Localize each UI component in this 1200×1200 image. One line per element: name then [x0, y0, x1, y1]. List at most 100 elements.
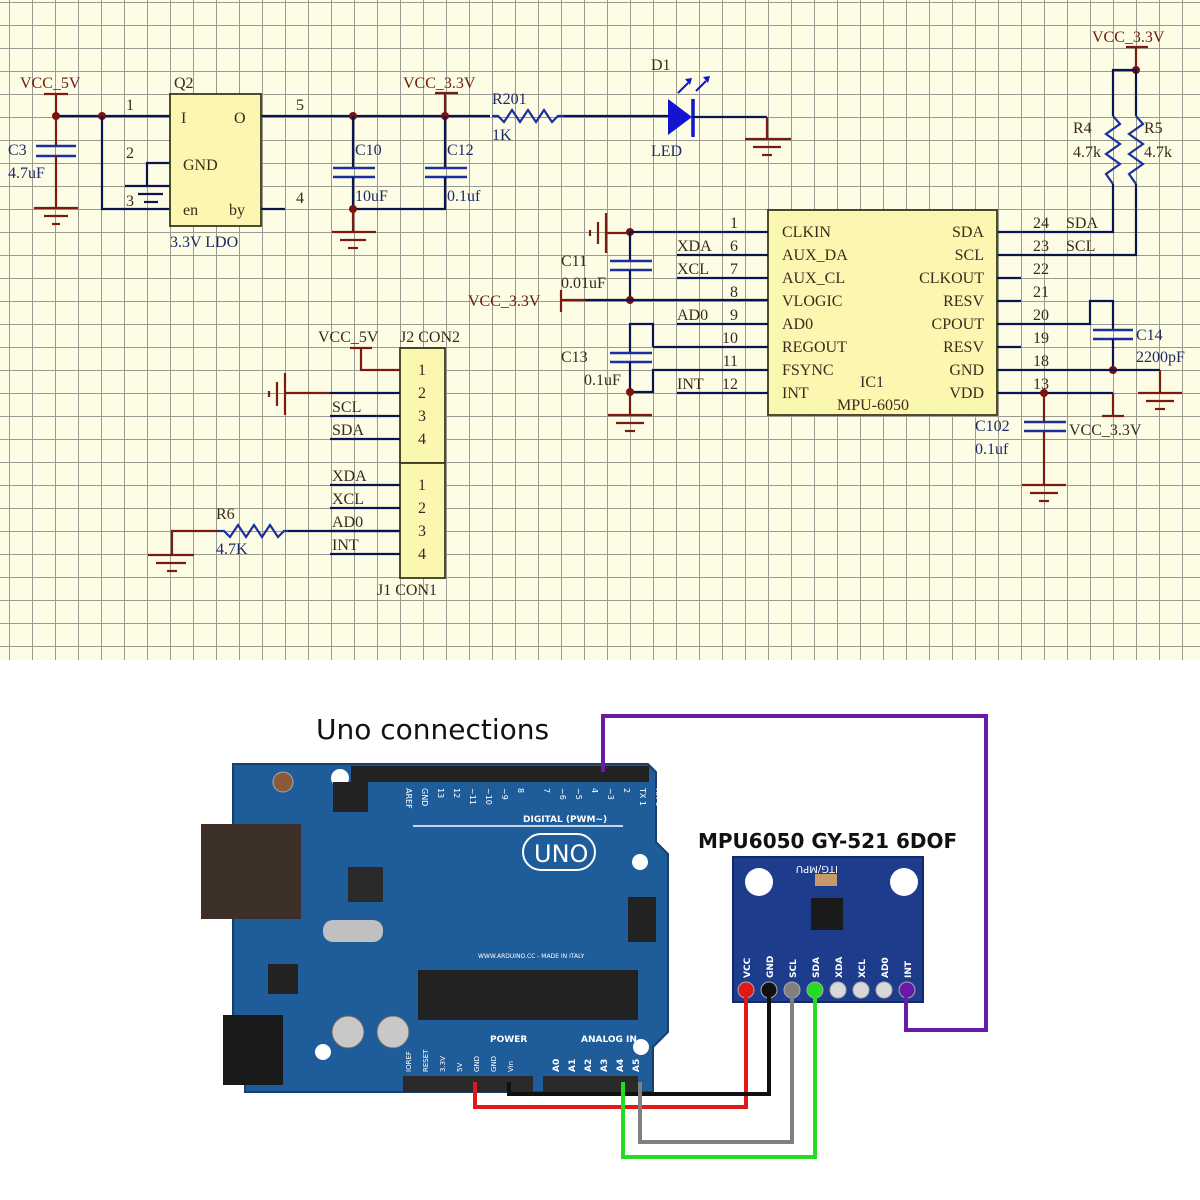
mpu-crystal: [815, 874, 837, 886]
wire-int-to-d2: [601, 714, 988, 1032]
power-header: [403, 1076, 533, 1092]
c14-ref: C14: [1136, 327, 1163, 344]
ic1-pin-name: SCL: [955, 247, 984, 264]
ground-icon: [332, 230, 376, 250]
connector-pin-number: 4: [418, 431, 426, 448]
c13-value: 0.1uF: [584, 372, 621, 389]
c102-ref: C102: [975, 418, 1010, 435]
ic1-pin-number: 13: [1033, 376, 1049, 393]
module-pin-pad[interactable]: [875, 981, 893, 999]
ic1-net-label: XDA: [677, 238, 712, 255]
ldo-chip: [169, 93, 262, 227]
analog-header-label: ANALOG IN: [581, 1035, 637, 1045]
ic1-section: 1CLKIN6AUX_DAXDA7AUX_CLXCL8VLOGIC9AD0AD0…: [468, 209, 1185, 503]
module-pin-pad[interactable]: [829, 981, 847, 999]
d1-value: LED: [651, 143, 682, 160]
digital-pin-label: TX 1: [638, 787, 647, 806]
ic1-pin-name: REGOUT: [782, 339, 847, 356]
ic1-pin-name: CPOUT: [932, 316, 985, 333]
module-pin-label: XDA: [835, 957, 845, 978]
digital-pin-label: 2: [622, 788, 631, 793]
ground-icon: [148, 553, 194, 573]
power-header-label: POWER: [490, 1035, 527, 1045]
icsp2-header: [333, 782, 368, 812]
mount-hole: [890, 868, 918, 896]
r4-resistor: [1104, 115, 1122, 185]
analog-pin-label: A0: [552, 1059, 562, 1072]
connector-pin-number: 2: [418, 500, 426, 517]
ic1-pin-number: 21: [1033, 284, 1049, 301]
vcc-5v-label: VCC_5V: [20, 75, 81, 92]
module-pin-label: VCC: [743, 957, 753, 978]
schematic-drawing: VCC_5V C3 4.7uF Q2 I O GND en: [8, 29, 1185, 599]
atmega-chip: [418, 970, 638, 1020]
ldo-pin-num: 3: [126, 193, 134, 210]
j2-vcc-label: VCC_5V: [318, 329, 379, 346]
analog-pin-label: A3: [600, 1059, 610, 1072]
ic1-left-pins: 1CLKIN6AUX_DAXDA7AUX_CLXCL8VLOGIC9AD0AD0…: [677, 215, 848, 402]
ic1-pin-number: 11: [723, 353, 738, 370]
ldo-pin-gnd-name: GND: [183, 157, 218, 174]
c3-ref: C3: [8, 142, 27, 159]
power-pin-label: Vin: [507, 1061, 515, 1072]
usb-chip: [348, 867, 383, 902]
analog-pin-label: A5: [632, 1059, 642, 1072]
ic1-right-pins: 24SDASDA23SCLSCL22CLKOUT21RESV20CPOUT19R…: [919, 215, 1098, 402]
c10-ref: C10: [355, 142, 382, 159]
ic1-pin-number: 9: [730, 307, 738, 324]
ic1-net-label: XCL: [677, 261, 709, 278]
j1-ref: J1 CON1: [377, 582, 437, 599]
ground-icon: [745, 137, 791, 157]
ic1-pin-number: 7: [730, 261, 738, 278]
sda-pullup-wire: [998, 184, 1115, 234]
digital-pin-label: ~3: [606, 788, 615, 800]
reset-button[interactable]: [272, 771, 294, 793]
connector-net-label: INT: [332, 537, 359, 554]
led-icon: [668, 76, 710, 137]
r6-resistor: [218, 523, 288, 539]
crystal: [323, 920, 383, 942]
ic1-pin-name: RESV: [943, 293, 984, 310]
scl-pullup-wire: [998, 184, 1138, 257]
wire-sda-to-a4: [621, 990, 817, 1159]
r201-ref: R201: [492, 91, 527, 108]
module-pin-label: XCL: [858, 959, 868, 978]
ic1-pin-name: AUX_DA: [782, 247, 848, 264]
schematic-panel: VCC_5V C3 4.7uF Q2 I O GND en: [0, 0, 1200, 660]
ground-icon: [1022, 483, 1066, 503]
ground-icon: [267, 373, 287, 415]
ic1-pin-number: 23: [1033, 238, 1049, 255]
module-pin-pad[interactable]: [852, 981, 870, 999]
r6-ref: R6: [216, 506, 235, 523]
capacitor: [376, 1015, 410, 1049]
c12-ref: C12: [447, 142, 474, 159]
digital-pin-label: 13: [436, 788, 445, 798]
digital-pin-label: 12: [452, 788, 461, 798]
board-silk-text: WWW.ARDUINO.CC - MADE IN ITALY: [478, 953, 585, 960]
connector-pin-number: 2: [418, 385, 426, 402]
usb-port: [201, 824, 301, 919]
power-pin-label: RESET: [422, 1049, 430, 1072]
connector-net-label: XCL: [332, 491, 364, 508]
ground-icon: [34, 206, 78, 226]
analog-header: [543, 1076, 638, 1092]
ic1-pin-number: 24: [1033, 215, 1049, 232]
vlogic-vcc-label: VCC_3.3V: [468, 293, 541, 310]
icsp-header: [628, 897, 656, 942]
digital-pin-label: AREF: [404, 788, 413, 809]
r201-resistor: [492, 108, 564, 124]
analog-pin-label: A4: [616, 1059, 626, 1072]
dc-jack: [223, 1015, 283, 1085]
analog-pin-label: A2: [584, 1059, 594, 1072]
ground-icon: [1138, 391, 1182, 411]
connector-pin-number: 1: [418, 362, 426, 379]
module-pin-label: AD0: [881, 957, 891, 978]
c102-value: 0.1uf: [975, 441, 1009, 458]
wiring-panel: Uno connections MPU6050 GY-521 6DOF AREF…: [193, 702, 998, 1167]
capacitor: [331, 1015, 365, 1049]
digital-header: [351, 766, 649, 782]
